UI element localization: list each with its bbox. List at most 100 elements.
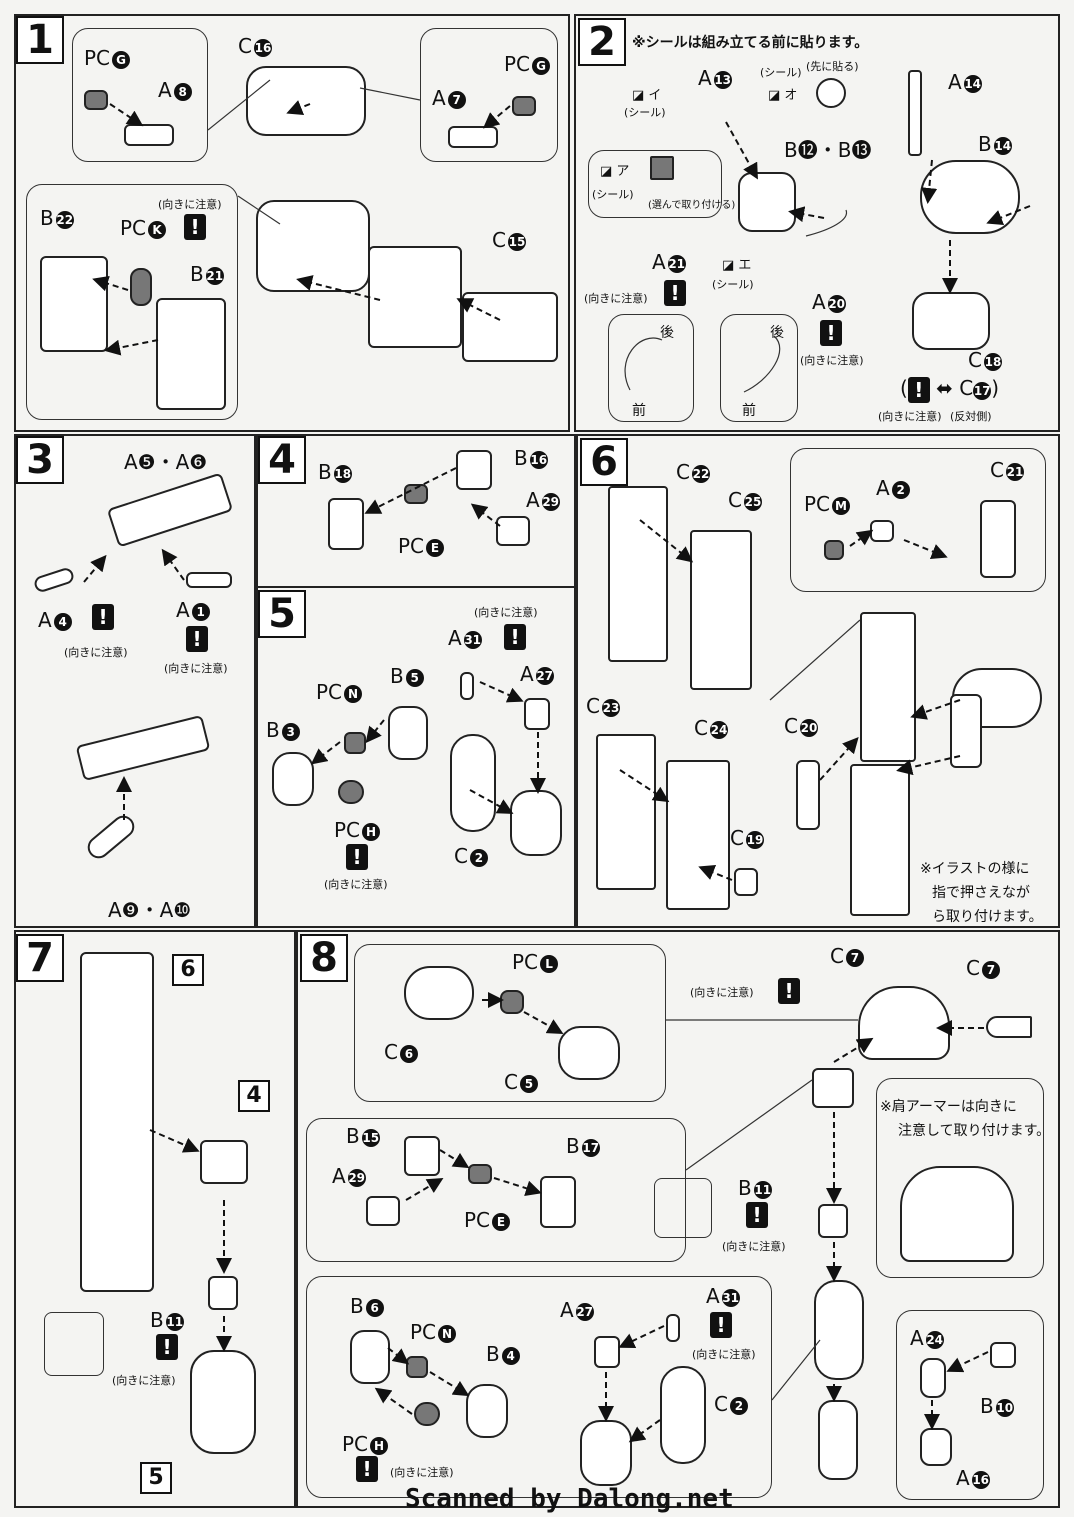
seal-label-e: (シール) bbox=[712, 278, 754, 291]
warning-icon: ! bbox=[778, 978, 800, 1004]
flip-icon: ⬌ bbox=[936, 376, 953, 400]
part-a31 bbox=[460, 672, 474, 700]
part-b12 bbox=[738, 172, 796, 232]
orientation-note: (向きに注意) bbox=[64, 646, 128, 659]
choose-label: (選んで取り付ける) bbox=[648, 200, 736, 211]
orientation-note: (向きに注意) bbox=[690, 986, 754, 999]
part-c6 bbox=[404, 966, 474, 1020]
part-shoulder-joint bbox=[190, 1350, 256, 1454]
step-8-sub-head bbox=[354, 944, 666, 1102]
label-a9-a10: A❾・A❿ bbox=[108, 898, 192, 922]
seal-label-a: (シール) bbox=[592, 188, 634, 201]
part-pc-n bbox=[344, 732, 366, 754]
step-6-panel bbox=[576, 434, 1060, 928]
finger-note-2: 指で押さえなが bbox=[932, 885, 1030, 901]
step-8-sub-joint bbox=[306, 1118, 686, 1262]
orientation-note: (向きに注意) bbox=[692, 1348, 756, 1361]
part-pc-h bbox=[414, 1402, 440, 1426]
part-b16 bbox=[456, 450, 492, 490]
step-7-panel bbox=[14, 930, 296, 1508]
step-3-number: 3 bbox=[16, 436, 64, 484]
part-c19 bbox=[734, 868, 758, 896]
step-8-sub-hand bbox=[896, 1310, 1044, 1500]
part-c7-spike bbox=[986, 1016, 1032, 1038]
part-c20 bbox=[796, 760, 820, 830]
shoulder-note-1: ※肩アーマーは向きに bbox=[880, 1099, 1017, 1115]
seal-label-o: (シール) bbox=[760, 66, 802, 79]
orientation-note: (向きに注意) bbox=[112, 1374, 176, 1387]
part-a29 bbox=[496, 516, 530, 546]
opposite-side-note: (反対側) bbox=[950, 410, 992, 423]
warning-icon: ! bbox=[504, 624, 526, 650]
part-a1 bbox=[186, 572, 232, 588]
warning-icon: ! bbox=[186, 626, 208, 652]
part-b15 bbox=[404, 1136, 440, 1176]
orientation-note: (向きに注意) bbox=[800, 354, 864, 367]
shoulder-note-2: 注意して取り付けます。 bbox=[898, 1123, 1051, 1139]
orientation-note: (向きに注意) bbox=[164, 662, 228, 675]
part-a27 bbox=[594, 1336, 620, 1368]
label-back: 後 bbox=[770, 325, 784, 341]
part-b6 bbox=[350, 1330, 390, 1384]
part-a16 bbox=[920, 1428, 952, 1466]
orientation-note: (向きに注意) bbox=[158, 198, 222, 211]
part-pc-h bbox=[338, 780, 364, 804]
step-8-shape-hint bbox=[654, 1178, 712, 1238]
label-front: 前 bbox=[742, 403, 756, 419]
orientation-note: (向きに注意) bbox=[584, 292, 648, 305]
finger-note-3: ら取り付けます。 bbox=[932, 909, 1043, 925]
part-hand bbox=[818, 1400, 858, 1480]
part-shoulder bbox=[510, 790, 562, 856]
part-b11 bbox=[208, 1276, 238, 1310]
part-a14 bbox=[908, 70, 922, 156]
finger-note-1: ※イラストの様に bbox=[920, 861, 1030, 877]
part-pc-k bbox=[130, 268, 152, 306]
part-b11 bbox=[818, 1204, 848, 1238]
label-front: 前 bbox=[632, 403, 646, 419]
part-c5 bbox=[558, 1026, 620, 1080]
seal-label-i: (シール) bbox=[624, 106, 666, 119]
step-1-sub-bottom bbox=[26, 184, 238, 420]
orientation-note: (向きに注意) bbox=[474, 606, 538, 619]
step-7-shape-hint bbox=[44, 1312, 104, 1376]
step-1-number: 1 bbox=[16, 16, 64, 64]
step-6-number: 6 bbox=[580, 438, 628, 486]
part-c21 bbox=[980, 500, 1016, 578]
part-pc-m bbox=[824, 540, 844, 560]
hose-diagram-right bbox=[720, 314, 798, 422]
step-8-panel bbox=[296, 930, 1060, 1508]
part-c23 bbox=[596, 734, 656, 890]
part-torso-block bbox=[368, 246, 462, 348]
warning-icon: ! bbox=[356, 1456, 378, 1482]
part-a8 bbox=[124, 124, 174, 146]
part-a31 bbox=[666, 1314, 680, 1342]
label-b12-b13: B⓬・B⓭ bbox=[784, 138, 872, 162]
part-b21 bbox=[156, 298, 226, 410]
ref-box-5: 5 bbox=[140, 1462, 172, 1494]
